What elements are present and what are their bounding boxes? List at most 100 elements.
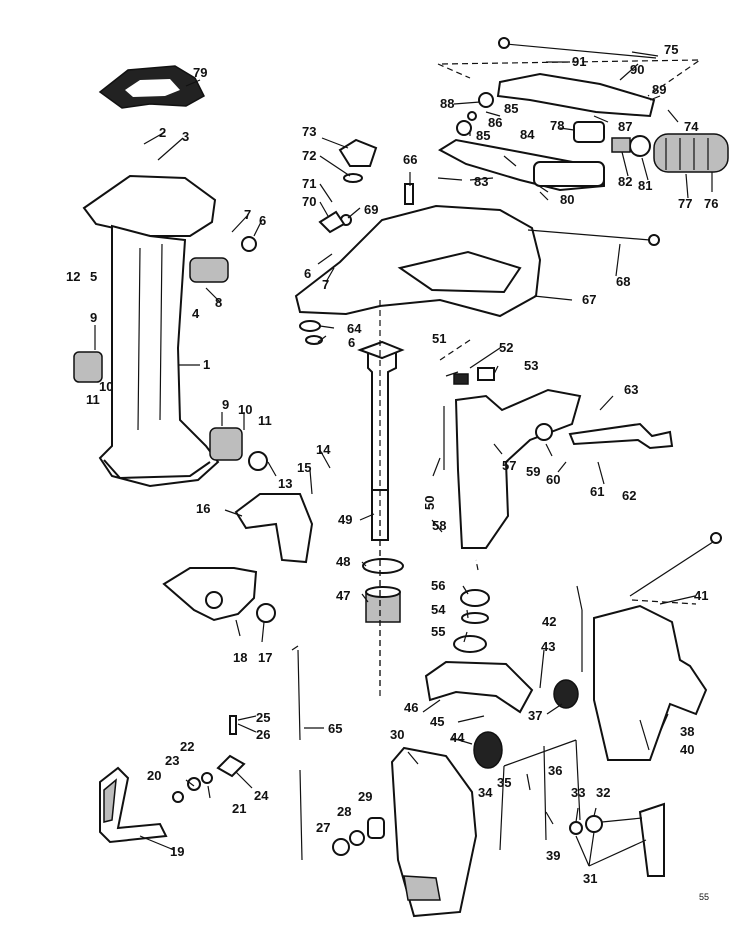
part-throttle-housing-87: [496, 72, 656, 118]
callout-17: 17: [258, 650, 272, 665]
callout-10-left: 10: [99, 379, 113, 394]
part-screw-83: [437, 177, 463, 181]
part-graphics: [73, 37, 729, 918]
callout-56: 56: [431, 578, 445, 593]
callout-4: 4: [192, 306, 200, 321]
callout-11-right: 11: [258, 413, 272, 428]
callout-74: 74: [684, 119, 699, 134]
callout-26: 26: [256, 727, 270, 742]
callout-47: 47: [336, 588, 350, 603]
part-bushing-81: [629, 135, 651, 157]
part-washer-28: [349, 830, 365, 846]
callout-25: 25: [256, 710, 270, 725]
callout-8: 8: [215, 295, 222, 310]
callout-32: 32: [596, 785, 610, 800]
callout-41: 41: [694, 588, 708, 603]
callout-49: 49: [338, 512, 352, 527]
part-washer-48: [362, 558, 404, 574]
callout-65: 65: [328, 721, 342, 736]
callout-89: 89: [652, 82, 666, 97]
part-spring-82: [611, 137, 631, 153]
callout-85-lower: 85: [476, 128, 490, 143]
part-washer-21: [201, 772, 213, 784]
part-clamp-bracket-40: [593, 604, 708, 761]
callout-53: 53: [524, 358, 538, 373]
callout-13: 13: [278, 476, 292, 491]
callout-12: 12: [66, 269, 80, 284]
callout-87: 87: [618, 119, 632, 134]
part-roller-37: [553, 679, 579, 709]
part-lever-62: [568, 422, 674, 450]
part-clamp-24: [216, 754, 246, 778]
callout-numbers: 79 2 3 7 6 12 5 8 4 9 1 10 11 9 10 11 14…: [66, 42, 718, 902]
part-clip-53: [477, 367, 495, 381]
callout-61: 61: [590, 484, 604, 499]
part-frame-39: [499, 739, 581, 851]
callout-88: 88: [440, 96, 454, 111]
part-bracket-46: [424, 660, 534, 714]
callout-24: 24: [254, 788, 269, 803]
callout-43: 43: [541, 639, 555, 654]
callout-52: 52: [499, 340, 513, 355]
callout-77: 77: [678, 196, 692, 211]
part-grip-76: [653, 133, 729, 173]
callout-44: 44: [450, 730, 465, 745]
callout-81: 81: [638, 178, 652, 193]
callout-86: 86: [488, 115, 502, 130]
callout-6-upper: 6: [304, 266, 311, 281]
callout-28: 28: [337, 804, 351, 819]
callout-30: 30: [390, 727, 404, 742]
part-rod-65: [297, 649, 303, 861]
callout-68: 68: [616, 274, 630, 289]
part-washer-55: [453, 635, 487, 653]
callout-20: 20: [147, 768, 161, 783]
callout-18: 18: [233, 650, 247, 665]
callout-36: 36: [548, 763, 562, 778]
callout-76: 76: [704, 196, 718, 211]
part-washer-13: [248, 451, 268, 471]
callout-69: 69: [364, 202, 378, 217]
callout-42: 42: [542, 614, 556, 629]
part-bushing-32: [585, 815, 603, 833]
part-gear-72: [343, 173, 363, 183]
part-shaft-75: [505, 43, 657, 59]
callout-22: 22: [180, 739, 194, 754]
callout-9-upper: 9: [90, 310, 97, 325]
callout-62: 62: [622, 488, 636, 503]
part-knob-17: [256, 603, 276, 623]
page-number: 55: [699, 892, 709, 902]
part-washer-86: [467, 111, 477, 121]
callout-83: 83: [474, 174, 488, 189]
callout-46: 46: [404, 700, 418, 715]
callout-59: 59: [526, 464, 540, 479]
callout-7-left: 7: [244, 207, 251, 222]
part-bushing-29: [367, 817, 385, 839]
callout-50: 50: [422, 496, 437, 510]
callout-63: 63: [624, 382, 638, 397]
callout-6-left: 6: [259, 213, 266, 228]
callout-34: 34: [478, 785, 493, 800]
part-handle-19: [99, 766, 168, 844]
callout-79: 79: [193, 65, 207, 80]
callout-75: 75: [664, 42, 678, 57]
part-screw-25: [229, 715, 237, 735]
part-mount-9-lower: [209, 427, 243, 461]
callout-72: 72: [302, 148, 316, 163]
callout-91: 91: [572, 54, 586, 69]
part-washer-85: [478, 92, 494, 108]
callout-48: 48: [336, 554, 350, 569]
callout-27: 27: [316, 820, 330, 835]
callout-45: 45: [430, 714, 444, 729]
callout-58: 58: [432, 518, 446, 533]
callout-10-right: 10: [238, 402, 252, 417]
callout-39: 39: [546, 848, 560, 863]
callout-78: 78: [550, 118, 564, 133]
callout-29: 29: [358, 789, 372, 804]
part-bushing-56: [460, 589, 490, 607]
callout-82: 82: [618, 174, 632, 189]
part-lever-31: [638, 802, 665, 877]
callout-21: 21: [232, 801, 246, 816]
part-reel-34: [473, 731, 503, 769]
part-exhaust-housing-1: [82, 174, 220, 488]
